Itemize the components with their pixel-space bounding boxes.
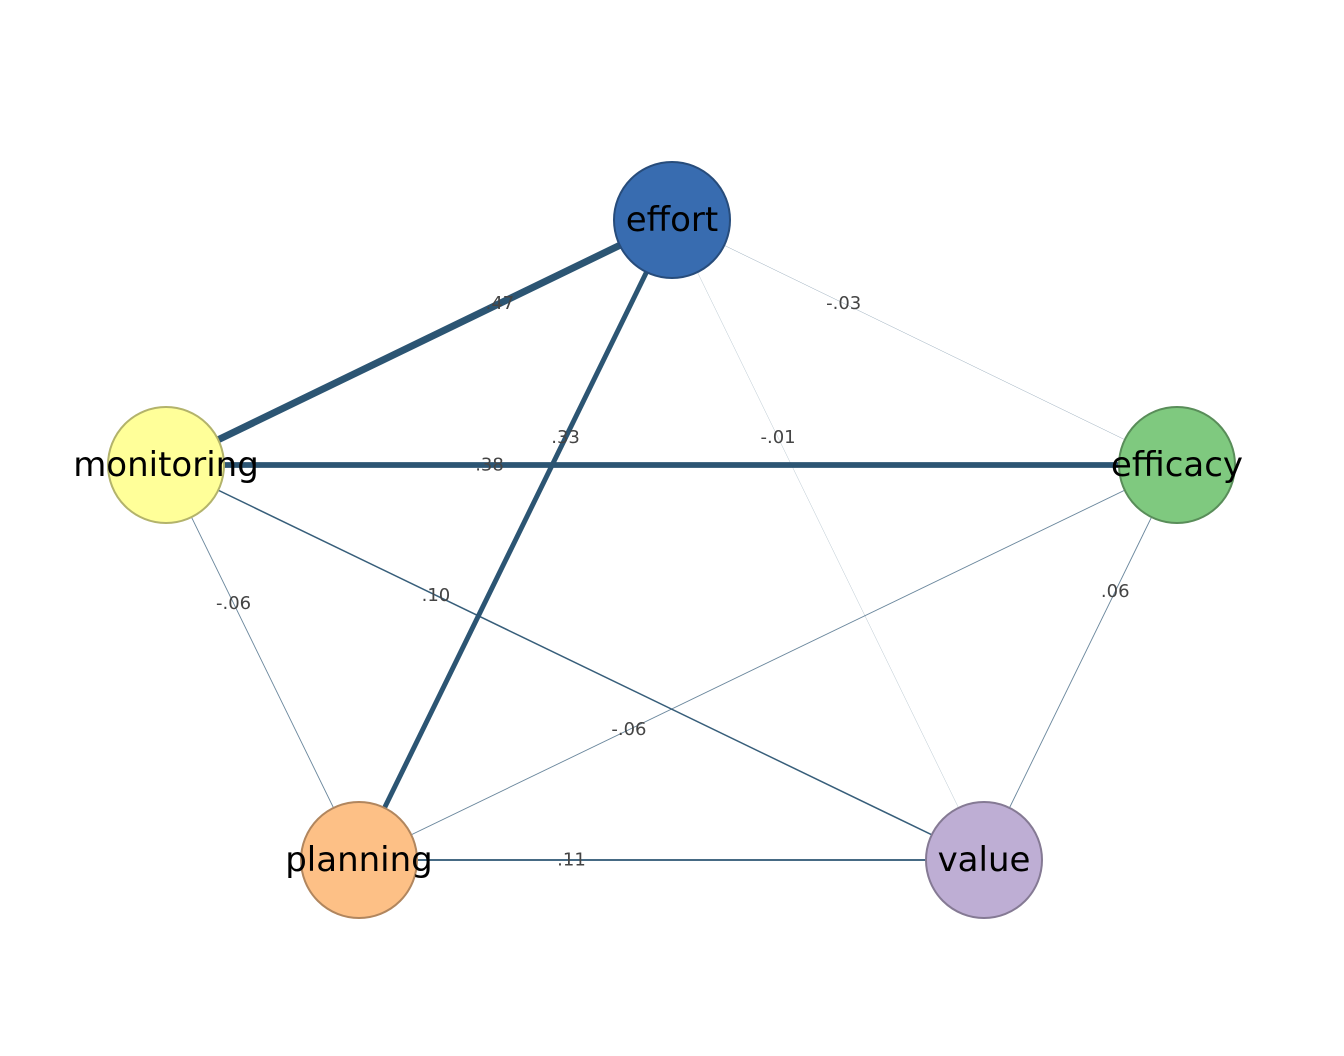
node-circle-efficacy [1118, 406, 1236, 524]
edge-effort-value [671, 219, 985, 861]
edge-weight-label: .38 [475, 455, 504, 476]
edge-labels-layer: .47 .38 .33 .11 .10 -.06 -.06 .06 -.03 -.01 [216, 293, 1130, 871]
node-label-effort: effort [626, 200, 718, 240]
node-value: value [925, 801, 1043, 919]
edge-weight-label: -.03 [826, 293, 861, 314]
edge-weight-label: -.06 [611, 719, 646, 740]
edge-weight-label: .33 [551, 427, 580, 448]
edge-effort-efficacy [671, 219, 1178, 466]
edge-efficacy-planning [358, 464, 1178, 861]
node-effort: effort [613, 161, 731, 279]
edge-weight-label: -.01 [761, 427, 796, 448]
edge-weight-label: .06 [1101, 581, 1130, 602]
edge-weight-label: -.06 [216, 593, 251, 614]
edge-effort-monitoring [164, 216, 674, 469]
node-circle-value [925, 801, 1043, 919]
node-efficacy: efficacy [1111, 406, 1243, 524]
node-circle-planning [300, 801, 418, 919]
node-circle-monitoring [107, 406, 225, 524]
edge-weight-label: .10 [422, 585, 451, 606]
node-label-value: value [938, 840, 1031, 880]
edges-layer [164, 216, 1178, 862]
node-circle-effort [613, 161, 731, 279]
node-label-monitoring: monitoring [73, 445, 259, 485]
edge-monitoring-planning [165, 464, 360, 861]
nodes-layer: effort efficacy value planning monitoring [73, 161, 1243, 919]
edge-effort-planning [356, 218, 675, 862]
node-monitoring: monitoring [73, 406, 259, 524]
node-planning: planning [285, 801, 433, 919]
node-label-efficacy: efficacy [1111, 445, 1243, 485]
edge-weight-label: .11 [557, 850, 586, 871]
edge-efficacy-value [983, 464, 1178, 861]
edge-weight-label: .47 [486, 293, 515, 314]
node-label-planning: planning [285, 840, 433, 880]
edge-monitoring-value [165, 464, 985, 861]
